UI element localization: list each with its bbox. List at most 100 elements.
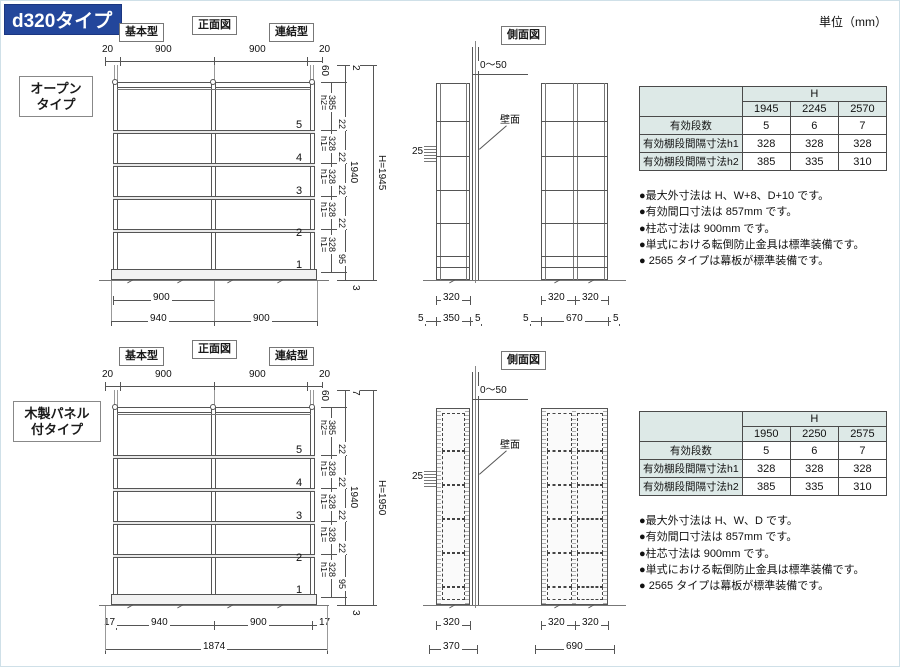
table-row: 有効棚段間隔寸法h2 385 335 310 — [639, 477, 888, 496]
dim-wall-offset-1: 25 — [410, 146, 426, 157]
dim-h1-value-2a: 328 — [327, 459, 337, 479]
dim-tick — [321, 130, 347, 131]
shelf-number-5: 5 — [296, 444, 303, 456]
side-shelf — [436, 190, 470, 191]
side-compartment — [442, 519, 465, 553]
post-cap-right — [309, 404, 315, 410]
ext-line — [117, 390, 118, 407]
note-2-1: ●有効間口寸法は 857mm です。 — [639, 531, 798, 544]
dim-tick — [317, 317, 318, 326]
shelf-number-2: 2 — [296, 227, 303, 239]
dim-side-total-d2: 690 — [564, 641, 585, 652]
table-corner-cell — [639, 86, 743, 117]
table-h-value-2-2: 2575 — [837, 426, 888, 442]
dim-top-gap-2: 7 — [350, 388, 361, 398]
side-post-line — [604, 83, 605, 280]
dim-shelf-thk-1b: 22 — [337, 150, 347, 165]
hatch-marker — [424, 146, 436, 162]
table-row-label-1-2: 有効棚段間隔寸法h2 — [639, 152, 743, 171]
dim-side-depth-2: 320 — [441, 617, 462, 628]
dim-side-total-2: 370 — [441, 641, 462, 652]
dim-overall-line — [373, 390, 374, 605]
table-h-value-2-0: 1950 — [741, 426, 791, 442]
shelf-level-4 — [113, 488, 315, 492]
ext-line — [214, 281, 215, 321]
table-row: 有効棚段間隔寸法h1 328 328 328 — [639, 459, 888, 478]
note-2-0: ●最大外寸法は H、W、D です。 — [639, 515, 798, 527]
dim-top-line-1 — [105, 61, 322, 62]
table-cell-2-2-1: 335 — [789, 477, 839, 496]
post-right — [310, 82, 315, 280]
shelf-number-4: 4 — [296, 477, 303, 489]
dim-tick — [113, 296, 114, 305]
dim-h1-label-1c: h1= — [319, 200, 329, 220]
dim-bottom-gap-1: 3 — [350, 283, 361, 293]
wall-centerline — [475, 41, 476, 283]
gap-dim-line — [472, 399, 528, 400]
floor-line — [99, 280, 329, 281]
side-compartment — [577, 553, 603, 587]
side-base — [436, 267, 470, 268]
type-label-open: オープン タイプ — [19, 76, 93, 118]
side-post-line — [466, 83, 467, 280]
side-shelf — [436, 223, 470, 224]
dim-tick — [321, 196, 347, 197]
panel-hatch-right — [465, 409, 469, 604]
type-label-open-line1: オープン — [30, 81, 82, 96]
page-banner-title: d320タイプ — [4, 4, 122, 35]
side-compartment — [547, 553, 572, 587]
side-post-line — [440, 83, 441, 280]
base-plinth — [111, 269, 317, 280]
dim-tick — [307, 57, 308, 66]
dim-tick — [541, 296, 542, 305]
dim-tick — [535, 645, 536, 654]
dim-h2-label-1: h2= — [319, 93, 329, 113]
side-base-compartment — [577, 587, 603, 600]
dim-row-line-2 — [105, 625, 327, 626]
floor-line — [423, 280, 533, 281]
dim-tick — [321, 163, 347, 164]
dim-bottom-inner-1: 900 — [151, 292, 172, 303]
table-row-label-1-0: 有効段数 — [639, 116, 743, 135]
label-side-view-2: 側面図 — [501, 351, 546, 370]
side-compartment — [442, 451, 465, 485]
side-cabinet-outline-double — [541, 83, 608, 280]
dim-side-depth-a-2: 320 — [546, 617, 567, 628]
wall-label-1: 壁面 — [498, 115, 522, 126]
shelf-level-5 — [113, 130, 315, 134]
dim-inner-total-line — [345, 65, 346, 280]
gap-label-2: 0〜50 — [478, 385, 509, 396]
dim-tick — [429, 645, 430, 654]
ext-line — [105, 606, 106, 651]
dim-depth-line — [541, 300, 608, 301]
side-shelf — [436, 121, 470, 122]
dim-tick — [321, 82, 347, 83]
dim-side-depth-b-2: 320 — [580, 617, 601, 628]
dim-top-post-1: 60 — [319, 63, 330, 79]
dim-side-total-1: 350 — [441, 313, 462, 324]
table-cell-1-1-2: 328 — [837, 134, 888, 153]
side-compartment — [547, 451, 572, 485]
side-compartment — [577, 485, 603, 519]
dim-side-edge-r-1: 5 — [473, 313, 483, 324]
post-cap-left — [112, 79, 118, 85]
label-front-view-2: 正面図 — [192, 340, 237, 359]
dim-tick — [575, 621, 576, 630]
post-left — [113, 407, 118, 605]
shelf-number-3: 3 — [296, 510, 303, 522]
table-h-value-1-2: 2570 — [837, 101, 888, 117]
table-h-value-1-1: 2245 — [789, 101, 839, 117]
dim-tick — [321, 229, 347, 230]
table-row-label-2-0: 有効段数 — [639, 441, 743, 460]
dim-tick — [541, 621, 542, 630]
dim-h2-label-2: h2= — [319, 418, 329, 438]
table-cell-2-1-2: 328 — [837, 459, 888, 478]
dim-h1-label-2d: h1= — [319, 560, 329, 580]
table-cell-1-1-1: 328 — [789, 134, 839, 153]
dim-side-edge-l-d1: 5 — [521, 313, 531, 324]
dim-h1-value-2c: 328 — [327, 525, 337, 545]
dim-h1-value-1a: 328 — [327, 134, 337, 154]
table-cell-2-0-1: 6 — [789, 441, 839, 460]
label-front-view-1: 正面図 — [192, 16, 237, 35]
side-base-compartment — [442, 587, 465, 600]
